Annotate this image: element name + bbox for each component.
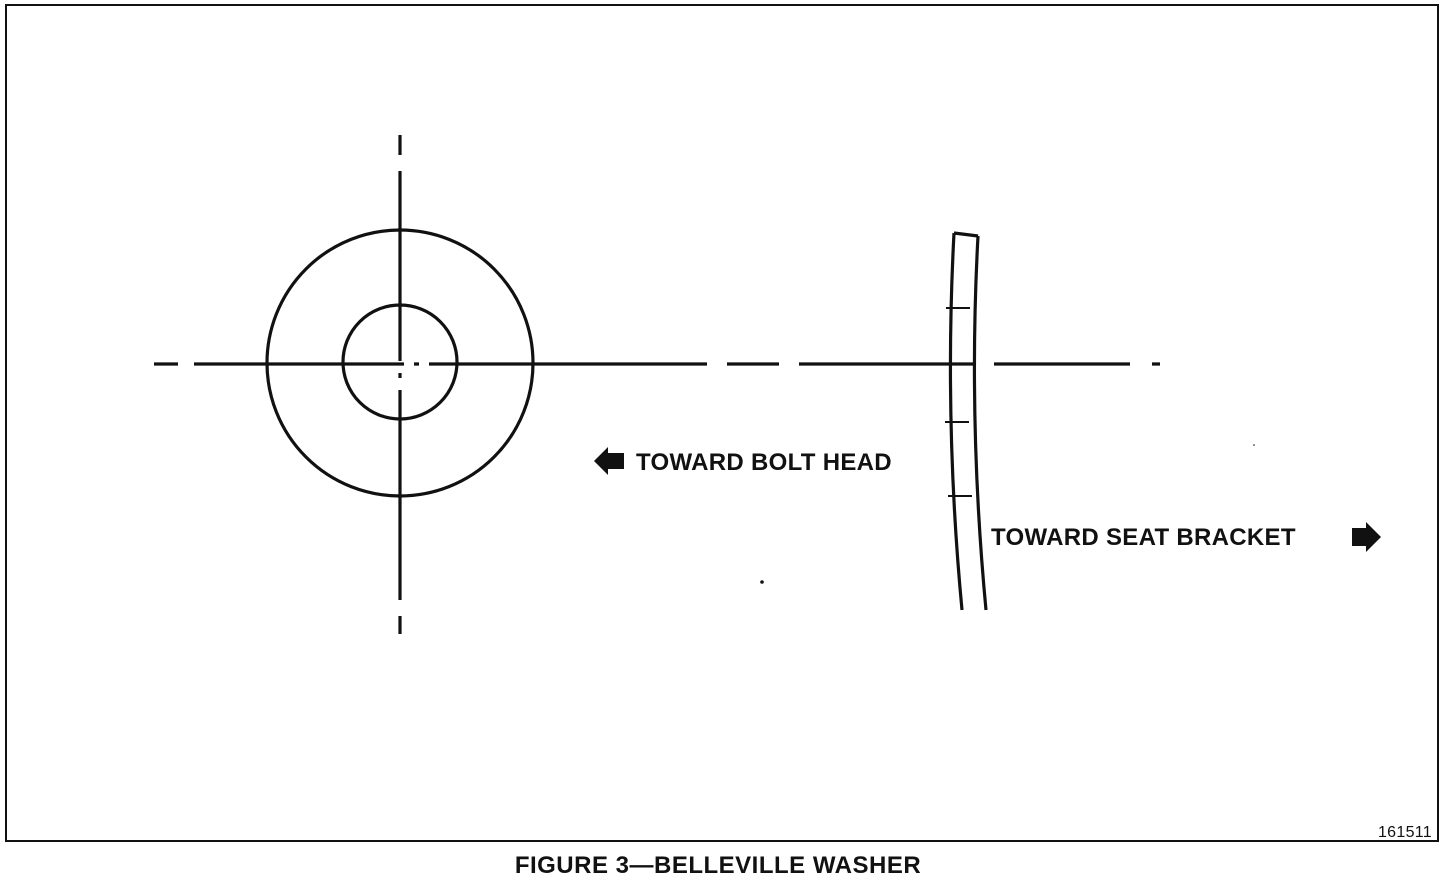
figure-frame — [5, 4, 1439, 842]
figure-id: 161511 — [1378, 824, 1432, 841]
arrow-right-icon — [1352, 522, 1381, 552]
washer-profile-segments — [945, 307, 972, 497]
scan-speck — [760, 580, 764, 584]
figure-caption: FIGURE 3—BELLEVILLE WASHER — [514, 852, 922, 879]
arrow-left-icon — [594, 447, 624, 475]
label-toward-seat-bracket: TOWARD SEAT BRACKET — [991, 524, 1296, 551]
scan-speck — [1253, 444, 1255, 446]
label-toward-bolt-head: TOWARD BOLT HEAD — [636, 449, 892, 476]
washer-profile — [948, 231, 988, 611]
